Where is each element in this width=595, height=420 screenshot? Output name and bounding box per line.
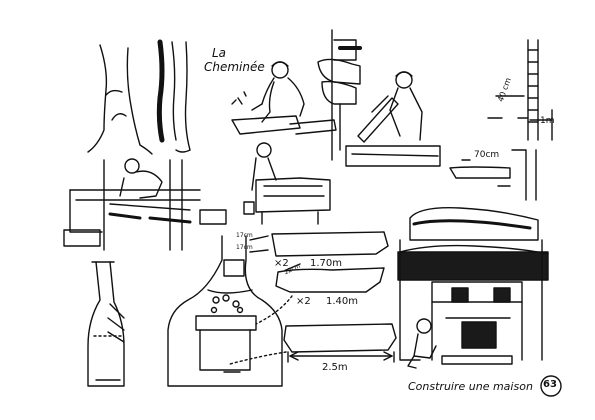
worker-stacking (243, 142, 331, 225)
tree-left (87, 44, 153, 155)
beam2-length: 1.40m (326, 296, 359, 307)
fireplace-finished (397, 207, 549, 365)
right-wall (449, 39, 553, 201)
beam1-length: 1.70m (310, 258, 343, 269)
scaffold-workers (63, 158, 227, 251)
dim-17cm-a: 17cm (236, 232, 253, 239)
corbel-wall (317, 29, 362, 161)
beam1-count: ×2 (274, 258, 289, 269)
page-number-circle (540, 375, 562, 397)
fireplace-elevation (167, 235, 283, 387)
stone-beams (229, 231, 397, 365)
beam2-count: ×2 (296, 296, 311, 307)
seated-person (407, 318, 437, 369)
worker-carving (231, 61, 337, 135)
dim-17cm-b: 17cm (236, 244, 253, 251)
page-number: 63 (543, 379, 557, 390)
footer-caption: Construire une maison (408, 380, 533, 393)
dim-1m: 1m (540, 116, 555, 126)
dim-70cm: 70cm (474, 150, 500, 160)
worker-lever (345, 71, 441, 167)
title-line1: La (212, 46, 227, 60)
beam3-length: 2.5m (322, 362, 348, 373)
tree-dark (156, 39, 191, 153)
chimney-section (87, 261, 125, 387)
title-line2: Cheminée (204, 60, 265, 74)
